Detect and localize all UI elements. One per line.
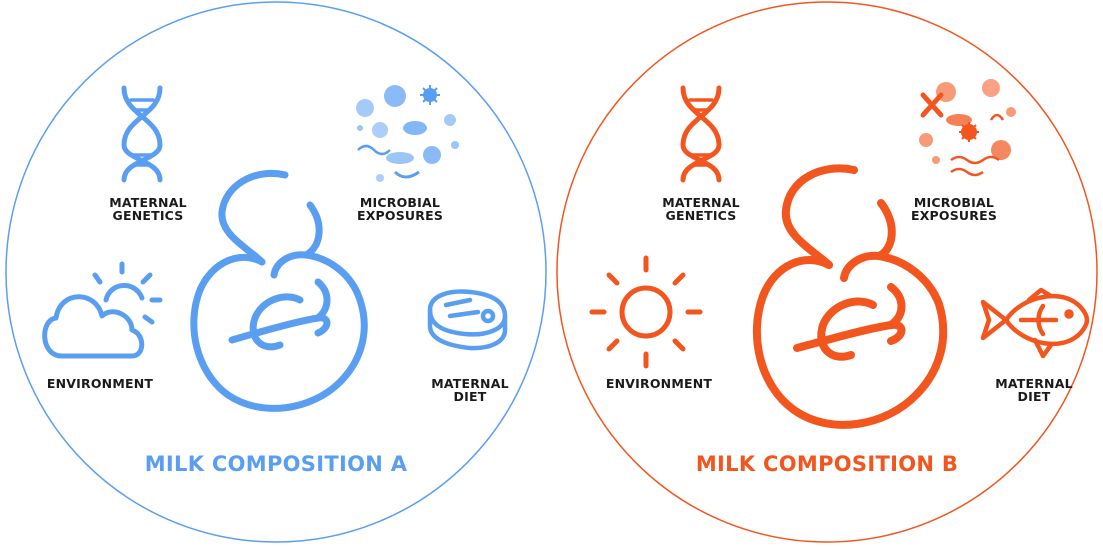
cloud-sun-icon	[42, 261, 163, 359]
mother-baby-icon	[190, 170, 368, 412]
label-environment: ENVIRONMENT	[46, 376, 154, 391]
microbes-icon	[909, 70, 1029, 190]
panel-milk-composition-b: MATERNAL GENETICS MICROBIAL EXPOSURES EN…	[551, 0, 1103, 547]
panel-a-circle	[5, 1, 547, 543]
label-microbial-exposures: MICROBIAL EXPOSURES	[910, 195, 998, 223]
label-maternal-genetics: MATERNAL GENETICS	[109, 195, 187, 223]
label-maternal-diet: MATERNAL DIET	[995, 376, 1073, 404]
title-milk-composition-a: MILK COMPOSITION A	[144, 452, 408, 476]
title-milk-composition-b: MILK COMPOSITION B	[695, 452, 959, 476]
fish-icon	[980, 287, 1090, 359]
mother-baby-icon	[753, 164, 948, 429]
panel-b-graphics	[556, 1, 1098, 543]
steak-icon	[427, 289, 508, 351]
dna-icon	[121, 85, 163, 183]
label-environment: ENVIRONMENT	[605, 376, 713, 391]
panel-milk-composition-a: MATERNAL GENETICS MICROBIAL EXPOSURES EN…	[5, 1, 547, 543]
microbes-icon	[343, 73, 467, 197]
dna-icon	[680, 85, 722, 183]
label-maternal-genetics: MATERNAL GENETICS	[662, 195, 740, 223]
sun-icon	[589, 255, 703, 369]
panel-a-graphics	[5, 1, 547, 543]
label-microbial-exposures: MICROBIAL EXPOSURES	[356, 195, 444, 223]
panel-b-circle	[556, 1, 1098, 543]
label-maternal-diet: MATERNAL DIET	[431, 376, 509, 404]
